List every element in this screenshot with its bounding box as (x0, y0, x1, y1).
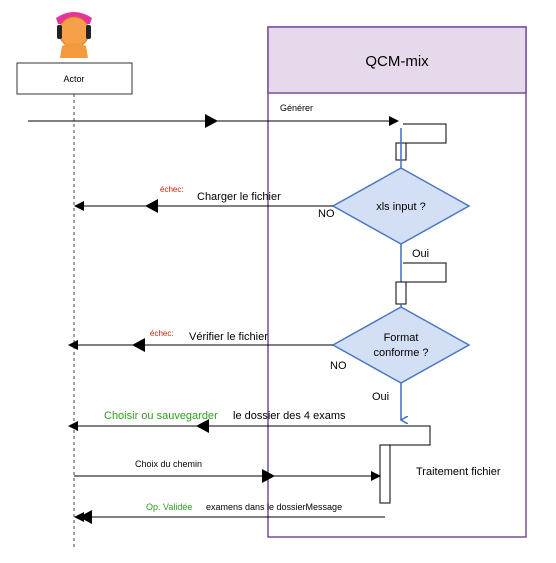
decision-1-label: xls input ? (376, 201, 426, 213)
msg-choisir-black: le dossier des 4 exams (233, 410, 346, 422)
arrowhead-mid-op (79, 510, 92, 524)
label-oui-1: Oui (412, 248, 429, 260)
system-header (267, 26, 527, 94)
self-loop-2 (403, 262, 447, 283)
self-loop-1 (403, 123, 447, 144)
label-no-1: NO (318, 208, 335, 220)
msg-traitement: Traitement fichier (416, 466, 501, 478)
decision-2-line2: conforme ? (373, 347, 428, 359)
echec-label-1: échec: (160, 185, 184, 194)
msg-generer: Générer (280, 103, 313, 113)
arrowhead-mid-charger (145, 199, 158, 213)
arrowhead-mid-generer (205, 114, 218, 128)
activation-2 (395, 281, 407, 305)
arrowhead-mid-choisir (196, 419, 209, 433)
label-oui-2: Oui (372, 391, 389, 403)
person-icon (56, 12, 92, 58)
system-title: QCM-mix (365, 53, 429, 70)
decision-2-line1: Format (384, 332, 419, 344)
arrowhead-mid-choix (262, 469, 275, 483)
msg-verifier: Vérifier le fichier (189, 331, 268, 343)
msg-charger: Charger le fichier (197, 191, 281, 203)
activation-3 (379, 444, 391, 504)
label-no-2: NO (330, 360, 347, 372)
arrow-choisir (384, 425, 431, 446)
arrowhead-mid-verifier (132, 338, 145, 352)
actor-label: Actor (63, 74, 84, 84)
actor-box (16, 62, 133, 95)
echec-label-2: échec: (150, 329, 174, 338)
msg-choix-chemin: Choix du chemin (135, 459, 202, 469)
msg-choisir-green: Choisir ou sauvegarder (104, 410, 218, 422)
msg-op-black: examens dans le dossierMessage (206, 502, 342, 512)
msg-op-green: Op. Validée (146, 502, 192, 512)
